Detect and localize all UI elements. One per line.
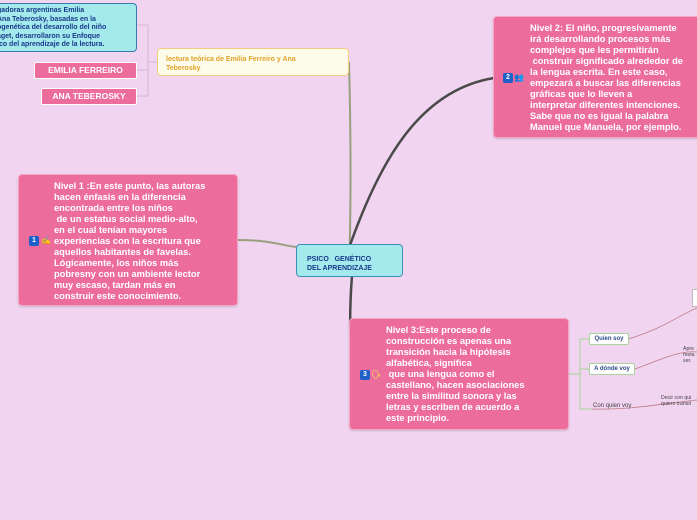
note-apre: Apre meta ser. xyxy=(683,346,695,364)
central-topic[interactable]: PSICO GENÉTICO DEL APRENDIZAJE xyxy=(296,244,403,277)
number-badge-icon: 2 xyxy=(503,73,513,83)
reading-node[interactable]: lectura teórica de Emilia Ferreiro y Ana… xyxy=(157,48,349,76)
branch-quien-soy[interactable]: Quien soy xyxy=(589,333,629,345)
note-decir: Decir con qui quiero transit xyxy=(661,395,692,407)
writing-hand-icon: ✍ xyxy=(41,236,51,245)
speaking-head-icon: 🗣 xyxy=(371,370,382,379)
level-1-text: Nivel 1 :En este punto, las autoras hace… xyxy=(54,181,206,301)
intro-node[interactable]: gadoras argentinas Emilia Ana Teberosky,… xyxy=(0,3,137,52)
author-emilia-ferreiro[interactable]: EMILIA FERREIRO xyxy=(34,62,137,79)
offscreen-node[interactable] xyxy=(692,289,697,307)
number-badge-icon: 1 xyxy=(29,236,39,246)
people-icon: 👥 xyxy=(514,73,524,82)
number-badge-icon: 3 xyxy=(360,370,370,380)
branch-con-quien-voy[interactable]: Con quien voy xyxy=(593,403,632,409)
branch-a-donde-voy[interactable]: A dónde voy xyxy=(589,363,635,375)
level-3-node[interactable]: 3 🗣 Nivel 3:Este proceso de construcción… xyxy=(349,318,569,430)
level-2-text: Nivel 2: El niño, progresivamente irá de… xyxy=(530,23,683,132)
level-3-text: Nivel 3:Este proceso de construcción es … xyxy=(386,325,525,423)
author-ana-teberosky[interactable]: ANA TEBEROSKY xyxy=(41,88,137,105)
level-1-node[interactable]: 1 ✍ Nivel 1 :En este punto, las autoras … xyxy=(18,174,238,306)
level-2-node[interactable]: 2 👥 Nivel 2: El niño, progresivamente ir… xyxy=(493,16,697,138)
